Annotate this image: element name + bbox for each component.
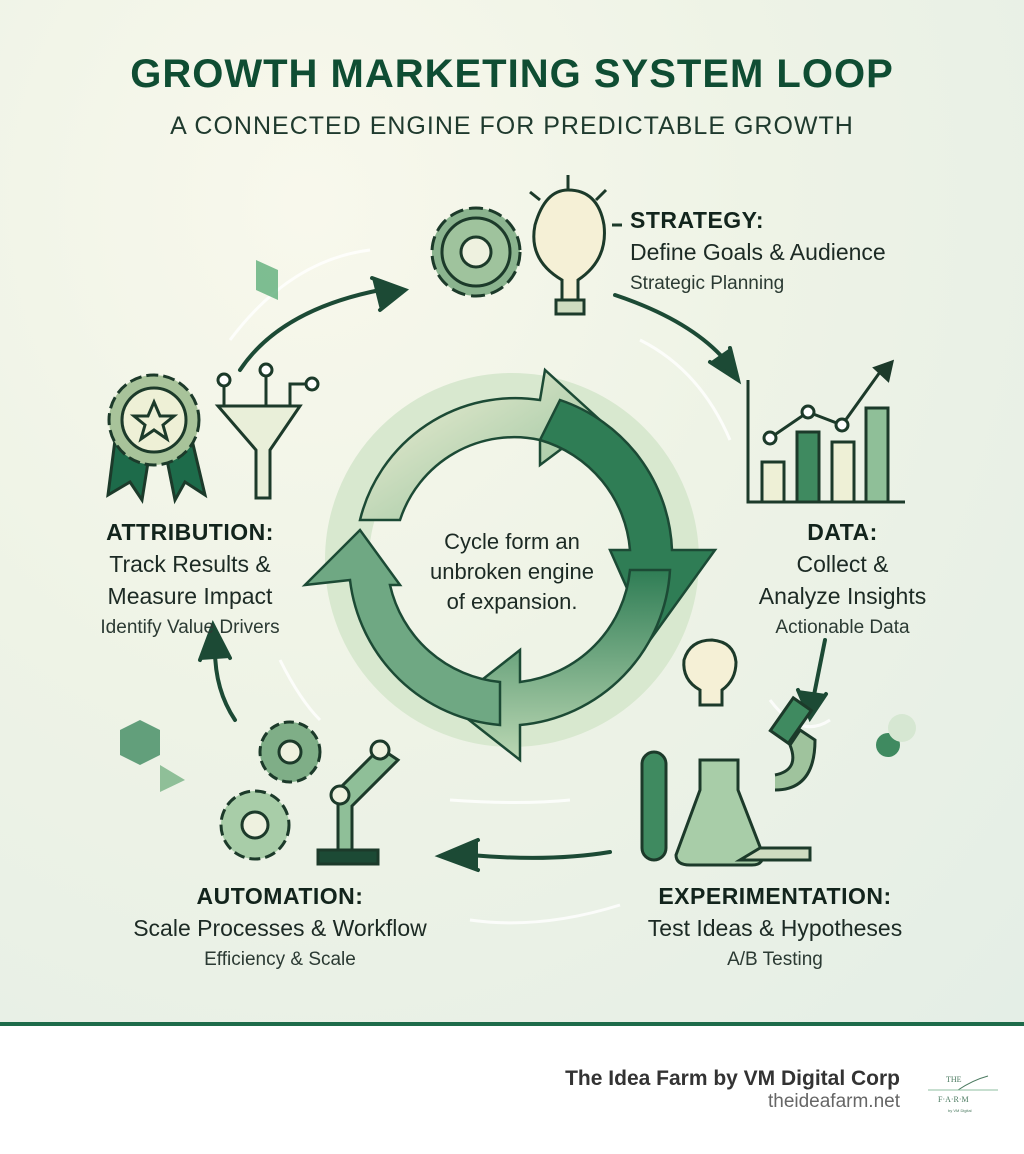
award-funnel-icon xyxy=(106,362,320,505)
center-text-line: Cycle form an xyxy=(444,529,580,554)
stage-data: DATA: Collect & Analyze Insights Actiona… xyxy=(720,516,965,644)
stage-description: Define Goals & Audience xyxy=(630,239,886,265)
stage-title: DATA: xyxy=(807,519,878,545)
stage-description: Scale Processes & Workflow xyxy=(133,915,427,941)
stage-description: Collect & xyxy=(796,551,889,577)
cycle-arrow-right xyxy=(538,398,718,643)
gear-lightbulb-icon xyxy=(430,175,622,316)
diagram-graphics xyxy=(106,175,916,872)
stage-strategy: STRATEGY: Define Goals & Audience Strate… xyxy=(630,204,886,300)
footer-divider xyxy=(0,1022,1024,1026)
center-text-line: of expansion. xyxy=(446,589,578,614)
stage-note: Actionable Data xyxy=(775,617,910,638)
stage-title: AUTOMATION: xyxy=(196,883,364,909)
cycle-ring xyxy=(301,367,718,763)
page-subtitle: A CONNECTED ENGINE FOR PREDICTABLE GROWT… xyxy=(170,112,854,140)
bar-chart-icon xyxy=(746,359,905,504)
footer-url[interactable]: theideafarm.net xyxy=(767,1091,900,1112)
stage-title: ATTRIBUTION: xyxy=(106,519,274,545)
decorative-shapes xyxy=(120,260,916,792)
infographic-background xyxy=(0,0,1024,1024)
footer-company-name: The Idea Farm by VM Digital Corp xyxy=(565,1067,900,1090)
lab-flask-microscope-icon xyxy=(640,638,817,867)
stage-note: A/B Testing xyxy=(727,949,823,970)
stage-experimentation: EXPERIMENTATION: Test Ideas & Hypotheses… xyxy=(610,880,940,976)
outer-flow-arrows xyxy=(198,276,828,872)
cycle-arrow-top xyxy=(358,367,602,522)
stage-title: STRATEGY: xyxy=(630,207,764,233)
svg-text:by VM Digital: by VM Digital xyxy=(948,1108,972,1113)
gears-robot-arm-icon xyxy=(219,720,401,866)
stage-note: Efficiency & Scale xyxy=(204,949,356,970)
stage-title: EXPERIMENTATION: xyxy=(658,883,892,909)
stage-attribution: ATTRIBUTION: Track Results & Measure Imp… xyxy=(60,516,320,644)
center-text-line: unbroken engine xyxy=(430,559,594,584)
idea-farm-logo: THE F·A·R·M by VM Digital xyxy=(928,1075,998,1113)
stage-description: Analyze Insights xyxy=(758,583,927,609)
cycle-arrow-left xyxy=(301,528,502,727)
stage-description: Measure Impact xyxy=(107,583,273,609)
stage-automation: AUTOMATION: Scale Processes & Workflow E… xyxy=(100,880,460,976)
svg-text:THE: THE xyxy=(946,1075,962,1084)
page-title: GROWTH MARKETING SYSTEM LOOP xyxy=(130,52,894,96)
stage-note: Strategic Planning xyxy=(630,273,785,294)
stage-description: Track Results & xyxy=(109,551,271,577)
cycle-arrow-bottom xyxy=(447,568,672,763)
stage-description: Test Ideas & Hypotheses xyxy=(647,915,903,941)
center-text: Cycle form an unbroken engine of expansi… xyxy=(410,527,614,617)
svg-text:F·A·R·M: F·A·R·M xyxy=(938,1095,969,1104)
stage-note: Identify Value Drivers xyxy=(100,617,280,638)
